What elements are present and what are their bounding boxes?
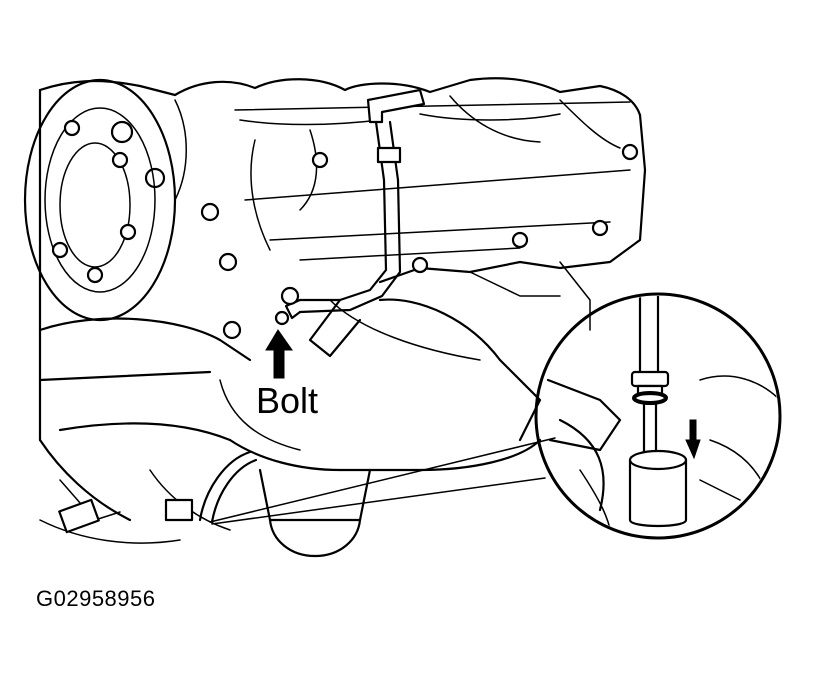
dipstick-tube	[274, 88, 426, 358]
oil-pan	[38, 298, 542, 558]
insertion-arrow-icon	[685, 419, 701, 460]
bolt-arrow-icon	[265, 329, 293, 379]
detail-magnifier	[534, 292, 782, 540]
figure-id: G02958956	[36, 586, 156, 611]
crank-pulley	[23, 78, 177, 322]
bolt-label: Bolt	[256, 380, 319, 421]
detail-leader-lines	[209, 437, 556, 525]
engine-block	[38, 77, 647, 442]
